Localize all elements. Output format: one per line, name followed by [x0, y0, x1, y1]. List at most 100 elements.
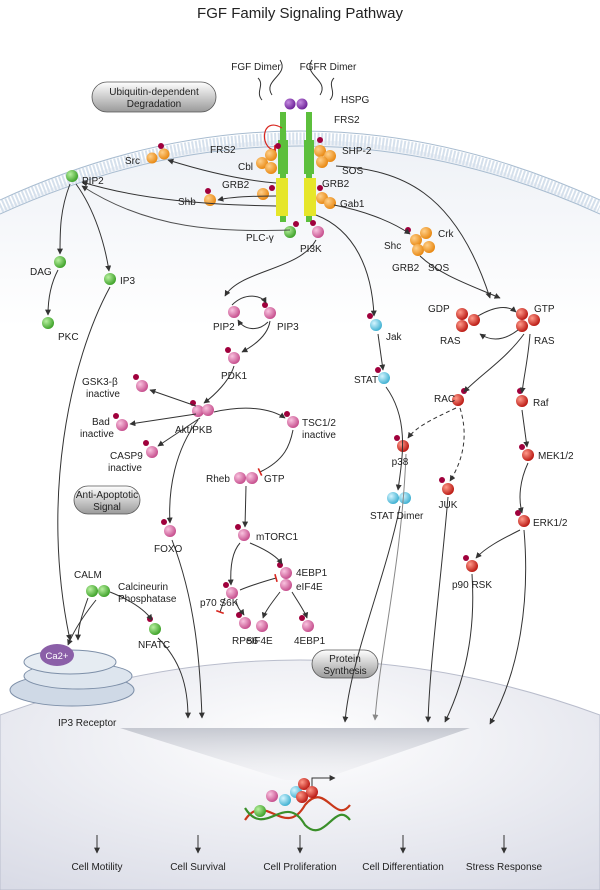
- label-p38: p38: [392, 457, 409, 468]
- label-ip3: IP3: [120, 276, 135, 287]
- 4ebp1-free-node: [299, 615, 314, 632]
- anti-apoptotic-line1: Anti-Apoptotic: [76, 490, 138, 501]
- label-hspg: HSPG: [341, 95, 370, 106]
- label-ip3-receptor: IP3 Receptor: [58, 718, 117, 729]
- label-gtp-ras: GTP: [534, 304, 555, 315]
- label-fgfr-dimer: FGFR Dimer: [300, 62, 357, 73]
- label-rheb: Rheb: [206, 474, 230, 485]
- label-plcg: PLC-γ: [246, 233, 274, 244]
- label-fgf-dimer: FGF Dimer: [231, 62, 281, 73]
- pkc-node: [42, 317, 54, 329]
- protein-synthesis-callout: Protein Synthesis: [311, 649, 379, 679]
- ca-store: [40, 644, 74, 666]
- frs2-node: [314, 137, 336, 168]
- outcome-cell-survival: Cell Survival: [170, 862, 226, 873]
- label-casp9-2: inactive: [108, 463, 142, 474]
- label-ras-right: RAS: [534, 336, 555, 347]
- ubiquitin-line2: Degradation: [127, 99, 181, 110]
- label-bad-2: inactive: [80, 429, 114, 440]
- label-grb2-right: GRB2: [322, 179, 350, 190]
- label-nfatc: NFATC: [138, 640, 170, 651]
- label-rps6: RPS6: [232, 636, 259, 647]
- label-ca: Ca2+: [46, 651, 69, 662]
- label-shb: Shb: [178, 197, 196, 208]
- label-gtp-rheb: GTP: [264, 474, 285, 485]
- outcome-cell-differentiation: Cell Differentiation: [362, 862, 444, 873]
- ubiquitin-line1: Ubiquitin-dependent: [109, 87, 199, 98]
- label-rac: RAC: [434, 394, 455, 405]
- label-erk: ERK1/2: [533, 518, 568, 529]
- p70s6k-node: [223, 582, 238, 599]
- label-calm: CALM: [74, 570, 102, 581]
- label-frs2-left: FRS2: [210, 145, 236, 156]
- label-grb2-shc: GRB2: [392, 263, 420, 274]
- casp9-node: [143, 440, 158, 458]
- fgf-ligand-left: [284, 98, 296, 110]
- label-4ebp1-bottom: 4EBP1: [294, 636, 326, 647]
- pdk1-node: [225, 347, 240, 364]
- label-mek: MEK1/2: [538, 451, 574, 462]
- label-bad-1: Bad: [92, 417, 110, 428]
- outcome-cell-proliferation: Cell Proliferation: [263, 862, 336, 873]
- label-mtorc1: mTORC1: [256, 532, 298, 543]
- label-p70s6k: p70 S6K: [200, 598, 239, 609]
- plcg-node: [284, 221, 299, 238]
- label-eif4e-bottom: eIF4E: [246, 636, 273, 647]
- label-stat: STAT: [354, 375, 378, 386]
- label-foxo: FOXO: [154, 544, 183, 555]
- label-calcineurin-1: Calcineurin: [118, 582, 168, 593]
- label-stat-dimer: STAT Dimer: [370, 511, 424, 522]
- label-shc: Shc: [384, 241, 401, 252]
- node-labels: FGF Dimer FGFR Dimer HSPG FRS2 FRS2 SHP-…: [30, 62, 574, 729]
- label-eif4e-top: eIF4E: [296, 582, 323, 593]
- gsk3b-node: [133, 374, 148, 392]
- protein-synthesis-line2: Synthesis: [323, 666, 366, 677]
- label-dag: DAG: [30, 267, 52, 278]
- label-jak: Jak: [386, 332, 403, 343]
- label-juk: JUK: [439, 500, 458, 511]
- ip3-node: [104, 273, 116, 285]
- juk-node: [439, 477, 454, 495]
- label-4ebp1-top: 4EBP1: [296, 568, 328, 579]
- src-node: [146, 143, 170, 164]
- label-sos-top: SOS: [342, 166, 363, 177]
- label-calcineurin-2: Phosphatase: [118, 594, 177, 605]
- label-frs2-right: FRS2: [334, 115, 360, 126]
- grb2-left-node: [257, 185, 275, 200]
- endoplasmic-reticulum: [9, 644, 135, 707]
- tsc-node: [284, 411, 299, 428]
- mtorc1-node: [235, 524, 250, 541]
- label-src: Src: [125, 156, 140, 167]
- label-pdk1: PDK1: [221, 371, 248, 382]
- label-pkc: PKC: [58, 332, 79, 343]
- fgfr-receptor-complex: [257, 59, 335, 222]
- pip2-mid-node: [228, 306, 240, 318]
- label-tsc-2: inactive: [302, 430, 336, 441]
- cellular-outcomes: Cell Motility Cell Survival Cell Prolife…: [71, 862, 542, 873]
- label-ras-left: RAS: [440, 336, 461, 347]
- label-gdp: GDP: [428, 304, 450, 315]
- label-akt: Akt/PKB: [175, 425, 213, 436]
- diagram-title: FGF Family Signaling Pathway: [197, 5, 403, 22]
- label-pip3: PIP3: [277, 322, 299, 333]
- label-pi3k: PI3K: [300, 244, 322, 255]
- label-gsk3b-2: inactive: [86, 389, 120, 400]
- label-shp2: SHP-2: [342, 146, 372, 157]
- outcome-stress-response: Stress Response: [466, 862, 543, 873]
- outcome-arrows: [94, 835, 507, 854]
- pathway-arrows: [45, 158, 531, 725]
- ras-gdp-node: [456, 308, 480, 332]
- outcome-cell-motility: Cell Motility: [71, 862, 122, 873]
- label-grb2-left: GRB2: [222, 180, 250, 191]
- ubiquitin-degradation-callout: Ubiquitin-dependent Degradation: [91, 81, 217, 113]
- rheb-node: [234, 472, 258, 484]
- label-pip2-top: PIP2: [82, 176, 104, 187]
- stat-dimer-node: [387, 492, 411, 504]
- label-raf: Raf: [533, 398, 549, 409]
- pi3k-node: [310, 220, 324, 238]
- label-gsk3b-1: GSK3-β: [82, 377, 118, 388]
- label-tsc-1: TSC1/2: [302, 418, 336, 429]
- shc-crk-node: [405, 227, 435, 256]
- protein-synthesis-line1: Protein: [329, 654, 361, 665]
- dag-node: [54, 256, 66, 268]
